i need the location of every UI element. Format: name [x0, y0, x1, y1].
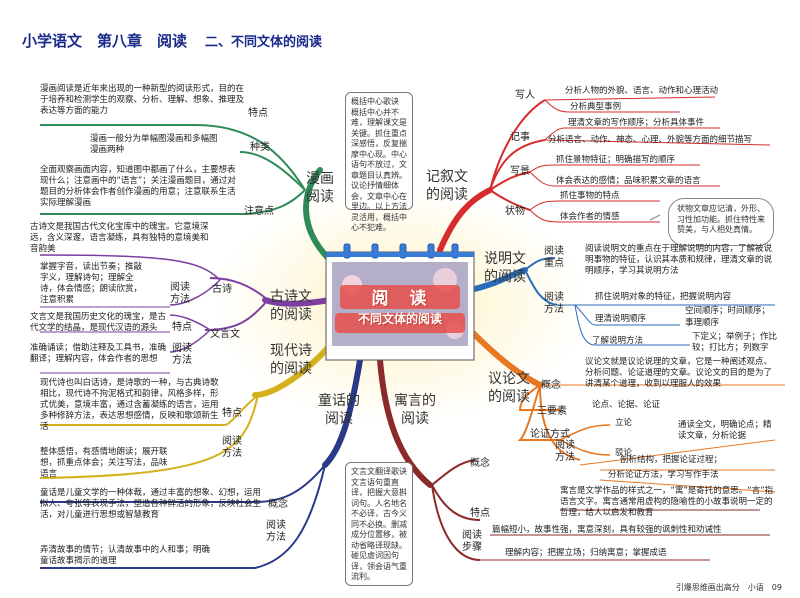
fable-feature-label: 特点 [470, 508, 490, 519]
expository-focus-label: 阅读 重点 [544, 246, 564, 269]
topic-poetry-label: 古诗文 的阅读 [270, 289, 312, 323]
expository-focus-text: 阅读说明文的重点在于理解说明的内容，了解被说明事物的特征，认识其本质和规律，理清… [585, 244, 773, 276]
expository-order-2: 事理顺序 [685, 318, 720, 328]
modern-method-text: 整体感悟，有感情地朗读；展开联想，抓重点体会；关注写法，品味语言 [40, 447, 168, 479]
narrative-object-1: 抓住事物的特点 [560, 191, 620, 201]
gushi-label: 古诗 [212, 284, 232, 295]
argument-method-2: 剖析结构，把握论证过程； [620, 455, 723, 465]
narrative-scene-2: 体会表达的感情；品味积累文章的语言 [556, 176, 701, 186]
expository-ways: 下定义；举例子；作比较；打比方；列数字 [692, 332, 778, 353]
argument-method-1: 通读全文，明确论点；精读文章，分析论据 [678, 420, 772, 441]
wenyan-feature-label: 特点 [172, 322, 192, 333]
topic-fable-label: 寓言的 阅读 [394, 393, 436, 427]
tip-summary-note: 概括中心歌诀 概括中心并不难，理解课文是关键。抓住重点深感悟，反复揣摩中心现。中… [345, 92, 413, 232]
tip-translation-note: 文言文翻译歌诀 文言语句重直译，把握大意斟词句。人名地名不必译，古今义同不必换。… [345, 462, 415, 586]
narrative-scene-1: 抓住景物特征；明确描写的顺序 [556, 155, 676, 165]
fable-feature-text: 篇幅短小，故事性强，寓意深刻，具有较强的讽刺性和劝诫性 [492, 525, 722, 535]
comic-feature-text: 漫画阅读是近年来出现的一种新型的阅读形式，目的在于培养和检测学生的观察、分析、理… [40, 84, 245, 116]
narrative-event-label: 记事 [510, 132, 530, 143]
topic-modern-poetry-label: 现代诗 的阅读 [270, 343, 312, 377]
fable-concept-text: 寓言是文学作品的样式之一，“寓”是寄托的意思。“言”指语言文字。寓言通常用虚构的… [560, 486, 774, 518]
page-footer: 引爆思维画出高分 小语 09 [675, 583, 782, 592]
argument-proof-2: 驳论 [615, 448, 633, 458]
argument-elements-text: 论点、论据、论证 [592, 400, 661, 410]
topic-argument: 议论文 的阅读 [480, 370, 538, 406]
topic-poetry: 古诗文 的阅读 [262, 288, 320, 324]
narrative-event-1: 理清文章的写作顺序；分析具体事件 [568, 118, 705, 128]
narrative-person-2: 分析典型事例 [570, 102, 622, 112]
fable-steps-label: 阅读 步骤 [462, 530, 482, 553]
fairy-method-label: 阅读 方法 [266, 520, 286, 543]
wenyan-feature-text: 文言文是我国历史文化的瑰宝，是古代文学的结晶，是现代汉语的源头 [30, 312, 167, 333]
fairy-method-text: 弄清故事的情节；认清故事中的人和事；明确童话故事揭示的道理 [40, 545, 211, 566]
poetry-intro: 古诗文是我国古代文化宝库中的瑰宝。它意境深远，含义深邃，语言凝练，具有独特的意境… [30, 222, 209, 254]
center-title: 阅 读 [371, 289, 429, 309]
argument-concept-label: 概念 [541, 380, 561, 391]
section-subtitle: 二、不同文体的阅读 [205, 35, 323, 50]
fable-steps-text: 理解内容；把握立场；归纳寓意；掌握成语 [505, 548, 667, 558]
comic-feature-label: 特点 [248, 108, 268, 119]
comic-kinds-text: 漫画一般分为单幅图漫画和多幅图漫画两种 [90, 134, 218, 155]
wenyan-method-label: 阅读 方法 [172, 343, 192, 366]
modern-feature-label: 特点 [222, 408, 242, 419]
page-title: 小学语文 第八章 阅读 二、不同文体的阅读 [22, 30, 322, 51]
argument-method-3: 分析论证方法，学习写作手法 [608, 470, 719, 480]
chapter-title: 小学语文 第八章 阅读 [22, 32, 188, 50]
wenyan-method-text: 准确诵读；借助注释及工具书，准确翻译；理解内容，体会作者的思想 [30, 343, 167, 364]
comic-kinds-label: 种类 [250, 142, 270, 153]
expository-method-1: 抓住说明对象的特征，把握说明内容 [595, 292, 732, 302]
expository-method-label: 阅读 方法 [544, 292, 564, 315]
expository-method-3: 了解说明方法 [592, 336, 644, 346]
gushi-method-text: 掌握字音，读出节奏；推敲字义，理解诗句；理解全诗，体会情感；朗读欣赏，注意积累 [40, 262, 143, 305]
fairy-concept-label: 概念 [268, 499, 288, 510]
topic-fable: 寓言的 阅读 [386, 392, 444, 428]
topic-fairy: 童话的 阅读 [310, 392, 368, 428]
gushi-method-label: 阅读 方法 [170, 282, 190, 305]
topic-comic-label: 漫画 阅读 [306, 171, 334, 205]
topic-comic: 漫画 阅读 [300, 170, 340, 206]
narrative-person-1: 分析人物的外貌、语言、动作和心理活动 [565, 86, 719, 96]
topic-argument-label: 议论文 的阅读 [488, 371, 530, 405]
expository-order-1: 空间顺序；时间顺序； [685, 306, 771, 316]
fairy-concept-text: 童话是儿童文学的一种体裁，通过丰富的想象、幻想，运用拟人、夸张等表现手法，塑造各… [40, 488, 262, 520]
center-subtitle: 不同文体的阅读 [357, 312, 442, 326]
argument-concept-text: 议论文就是议论说理的文章，它是一种阐述观点、分析问题、论证道理的文章。议论文的目… [585, 357, 773, 389]
topic-fairy-label: 童话的 阅读 [318, 393, 360, 427]
narrative-person-label: 写人 [515, 90, 535, 101]
modern-method-label: 阅读 方法 [222, 436, 242, 459]
topic-narrative-label: 记叙文 的阅读 [426, 169, 468, 203]
topic-expository-label: 说明文 的阅读 [484, 251, 526, 285]
narrative-scene-label: 写景 [510, 166, 530, 177]
center-calendar: 阅 读 不同文体的阅读 [326, 248, 474, 360]
modern-feature-text: 现代诗也叫白话诗，是诗歌的一种，与古典诗歌相比，现代诗不拘泥格式和韵律，风格多样… [40, 378, 219, 432]
topic-expository: 说明文 的阅读 [476, 250, 534, 286]
topic-narrative: 记叙文 的阅读 [418, 168, 476, 204]
comic-attention-text: 全面观察画面内容，知道图中都画了什么，主要想表现什么；注意画中的“语言”；关注漫… [40, 165, 236, 208]
narrative-object-2: 体会作者的情感 [560, 212, 620, 222]
narrative-object-label: 状物 [505, 206, 525, 217]
expository-method-2: 理清说明顺序 [595, 314, 647, 324]
wenyan-label: 文言文 [210, 329, 240, 340]
argument-method-label: 阅读 方法 [555, 440, 575, 463]
narrative-event-2: 分析语言、动作、神态、心理、外貌等方面的细节描写 [548, 135, 753, 145]
argument-proof-1: 立论 [615, 418, 633, 428]
narrative-object-note: 状物文章应记清，外形、习性加功能。抓住特性来赞美，与人相处真情。 [668, 198, 774, 246]
fable-concept-label: 概念 [470, 458, 490, 469]
topic-modern-poetry: 现代诗 的阅读 [262, 342, 320, 378]
comic-attention-label: 注意点 [244, 206, 274, 217]
argument-elements-label: 三要素 [537, 406, 567, 417]
argument-proof-label: 论证方式 [530, 429, 570, 440]
